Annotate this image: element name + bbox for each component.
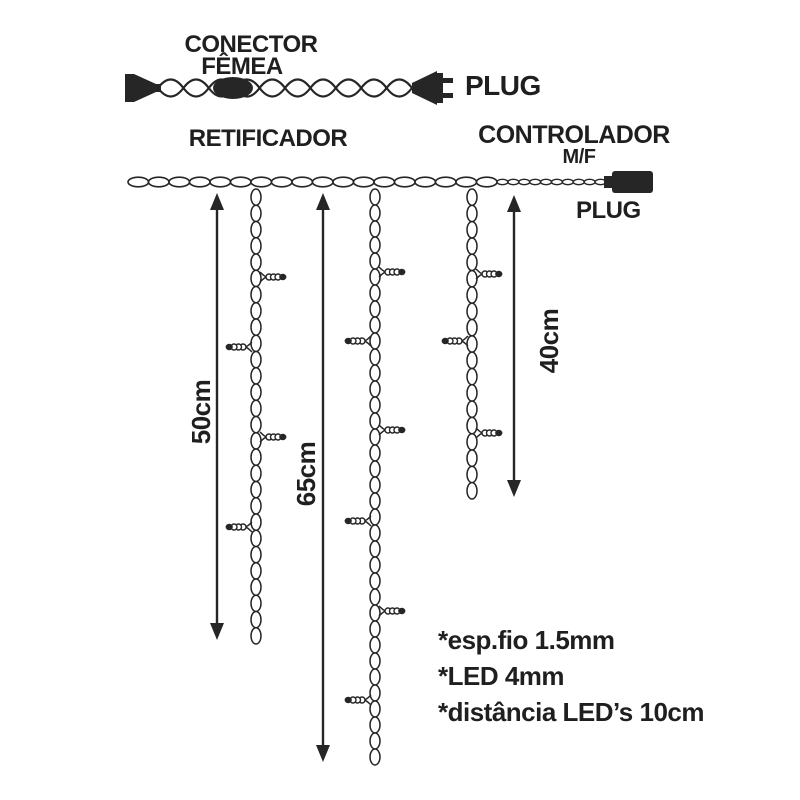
led-bulb-icon [398,426,406,434]
icicle-drop-1 [225,188,287,645]
led-bulb-icon [344,517,352,525]
controller-plug-icon [604,176,612,188]
led-bulb-icon [495,429,503,437]
measurement-50cm-label: 50cm [186,379,216,445]
led-bulb-icon [279,273,287,281]
measurement-arrow-40cm [507,195,521,497]
icicle-drop-2 [344,188,406,766]
icicle-drop-3 [441,188,503,500]
led-bulb-icon [398,268,406,276]
female-connector-label-line1: CONECTOR [184,31,318,58]
led-bulb-icon [225,523,233,531]
spec-note-led-size: *LED 4mm [438,661,565,691]
rectifier-label: RETIFICADOR [188,125,348,152]
spec-note-wire-thickness: *esp.fio 1.5mm [438,625,615,655]
female-connector-icon [213,77,253,99]
spec-notes: *esp.fio 1.5mm *LED 4mm *distância LED’s… [438,622,705,730]
led-bulb-icon [279,433,287,441]
led-bulb-icon [225,343,233,351]
arrowhead-down-icon [210,623,224,640]
led-bulb-icon [344,696,352,704]
spec-note-led-distance: *distância LED’s 10cm [438,697,705,727]
led-bulb-icon [398,607,406,615]
arrowhead-down-icon [316,745,330,762]
extension-cord-plug-label: PLUG [465,70,541,101]
extension-cord-art [125,71,453,105]
main-string-plug-label: PLUG [576,197,641,224]
led-bulb-icon [344,337,352,345]
controller-label: CONTROLADOR [478,121,670,149]
measurement-65cm-label: 65cm [291,441,321,507]
measurement-arrow-65cm [316,193,330,762]
led-bulb-icon [441,337,449,345]
measurement-40cm-label: 40cm [534,308,564,374]
led-bulb-icon [495,270,503,278]
arrowhead-up-icon [507,195,521,212]
arrowhead-up-icon [316,193,330,210]
main-string-art [127,171,653,193]
arrowhead-down-icon [507,480,521,497]
plug-icon [412,71,437,105]
female-connector-label-line2: FÊMEA [201,53,283,80]
arrowhead-up-icon [210,193,224,210]
controller-mf-label: M/F [562,146,596,168]
measurement-arrow-50cm [210,193,224,640]
